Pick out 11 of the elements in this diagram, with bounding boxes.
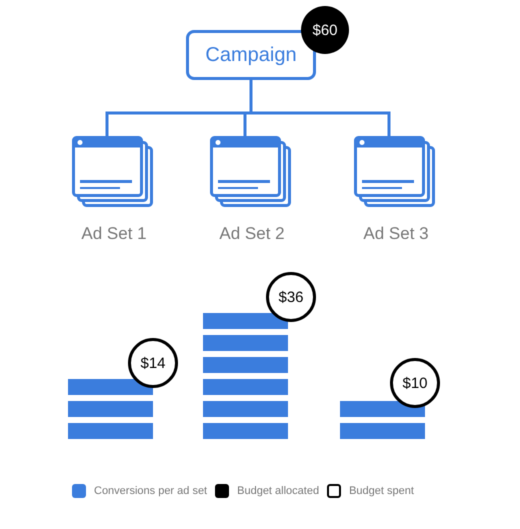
legend-label: Conversions per ad set (94, 485, 208, 497)
legend-label: Budget allocated (237, 485, 320, 497)
budget-badge: $10 (390, 358, 440, 408)
budget-badge: $36 (266, 272, 316, 322)
ad-set-label: Ad Set 2 (219, 224, 285, 244)
ad-set-label: Ad Set 1 (81, 224, 147, 244)
legend-label: Budget spent (349, 485, 414, 497)
budget-badge: $14 (128, 338, 178, 388)
connector-line (250, 80, 390, 136)
ad-set-label: Ad Set 3 (363, 224, 429, 244)
budget-badge: $60 (301, 6, 349, 54)
